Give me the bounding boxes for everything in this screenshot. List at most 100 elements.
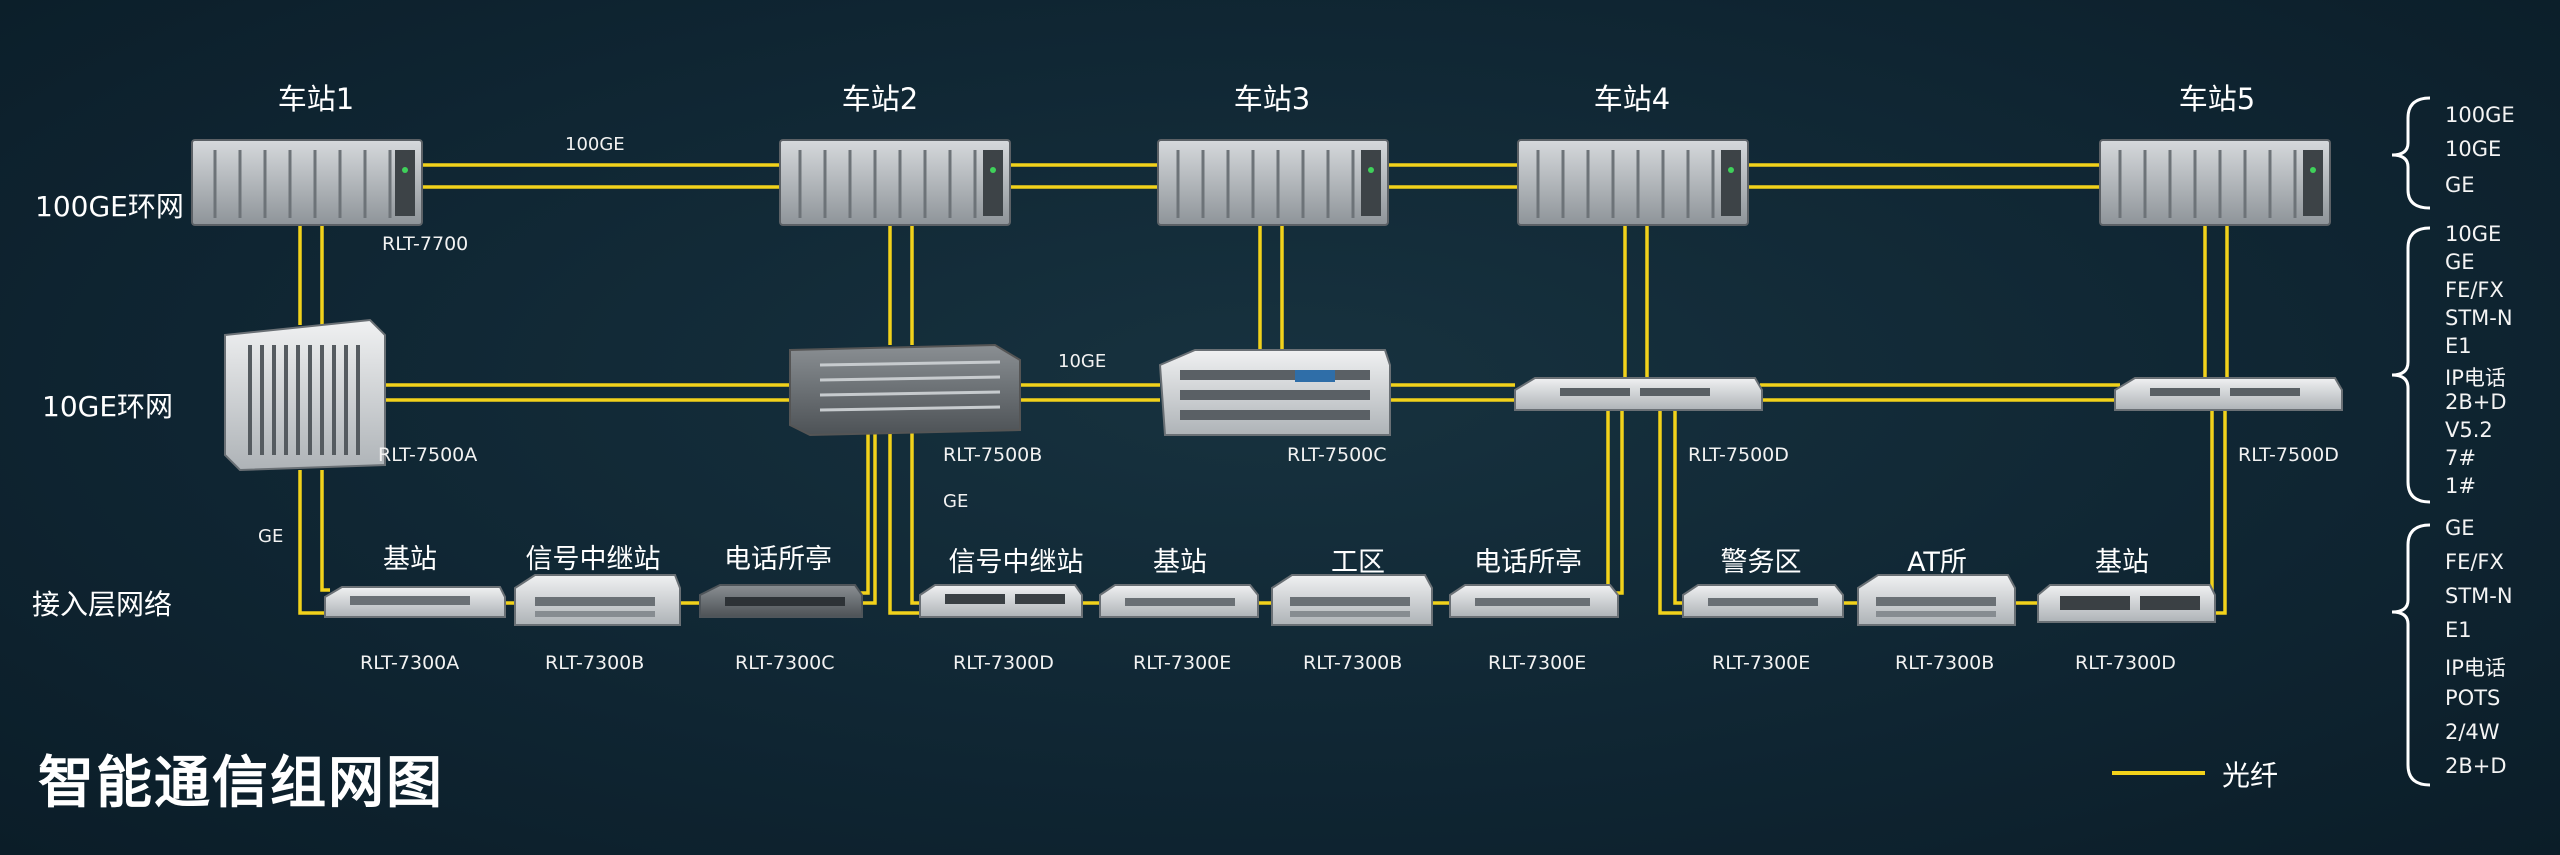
iface-agg-3: FE/FX	[2445, 278, 2504, 302]
core-router-4[interactable]	[1517, 139, 1749, 226]
iface-access-4: E1	[2445, 618, 2472, 642]
layer-label-core: 100GE环网	[35, 190, 184, 223]
access-site-label-10: 基站	[2095, 547, 2149, 578]
link-speed-aggregation: 10GE	[1058, 351, 1107, 372]
access-device-7300b-3[interactable]	[1857, 574, 2016, 626]
access-d-upb	[2210, 410, 2215, 605]
iface-agg-8: V5.2	[2445, 418, 2493, 442]
interface-braces	[2391, 96, 2431, 787]
aggregation-device-group	[224, 318, 2343, 472]
access-device-7300a[interactable]	[324, 586, 506, 618]
iface-access-2: FE/FX	[2445, 550, 2504, 574]
agg-model-label-c: RLT-7500C	[1287, 444, 1387, 466]
agg-model-label-b: RLT-7500B	[943, 444, 1043, 466]
access-model-label-9: RLT-7300B	[1895, 652, 1995, 674]
station-label-5: 车站5	[2178, 82, 2256, 116]
access-d-up	[2215, 410, 2227, 615]
core-router-5[interactable]	[2099, 139, 2331, 226]
access-device-7300e-2[interactable]	[1449, 584, 1619, 618]
agg-model-label-d2: RLT-7500D	[2238, 444, 2339, 466]
access-loop-d1	[1658, 410, 1685, 615]
iface-access-1: GE	[2445, 516, 2475, 540]
link-speed-access-left: GE	[258, 526, 284, 547]
access-device-group	[324, 574, 2216, 626]
station-label-2: 车站2	[841, 82, 919, 116]
access-model-label-4: RLT-7300D	[953, 652, 1054, 674]
iface-access-7: 2/4W	[2445, 720, 2500, 744]
iface-agg-6: IP电话	[2445, 366, 2506, 390]
agg-device-7500c[interactable]	[1158, 349, 1391, 436]
agg-model-label-d1: RLT-7500D	[1688, 444, 1789, 466]
iface-access-6: POTS	[2445, 686, 2501, 710]
access-loop-a1b	[320, 470, 330, 592]
access-loop-a1	[298, 470, 330, 615]
iface-agg-7: 2B+D	[2445, 390, 2507, 414]
core-router-2[interactable]	[779, 139, 1011, 226]
brace-aggregation	[2391, 226, 2431, 504]
access-loop-d1b	[1673, 410, 1685, 605]
layer-label-access: 接入层网络	[32, 588, 173, 621]
iface-access-3: STM-N	[2445, 584, 2513, 608]
access-model-label-6: RLT-7300B	[1303, 652, 1403, 674]
access-site-label-8: 警务区	[1720, 547, 1802, 578]
access-model-label-1: RLT-7300A	[360, 652, 460, 674]
station-label-1: 车站1	[277, 82, 355, 116]
access-b-up	[1606, 410, 1615, 605]
access-loop-b1	[888, 430, 925, 615]
access-site-label-4: 信号中继站	[948, 547, 1084, 578]
access-model-label-8: RLT-7300E	[1712, 652, 1811, 674]
access-model-label-5: RLT-7300E	[1133, 652, 1232, 674]
agg-device-7500d-1[interactable]	[1514, 377, 1763, 411]
station-label-4: 车站4	[1593, 82, 1671, 116]
access-site-label-5: 基站	[1153, 547, 1207, 578]
station-label-3: 车站3	[1233, 82, 1311, 116]
iface-core-1: 100GE	[2445, 103, 2515, 127]
diagram-title: 智能通信组网图	[38, 751, 444, 816]
access-device-7300d-1[interactable]	[919, 584, 1083, 618]
link-speed-core: 100GE	[565, 134, 625, 155]
core-router-1[interactable]	[191, 139, 423, 226]
core-model-label: RLT-7700	[382, 233, 469, 255]
agg-device-7500d-2[interactable]	[2114, 377, 2343, 411]
iface-access-8: 2B+D	[2445, 754, 2507, 778]
access-device-7300e-3[interactable]	[1682, 584, 1844, 618]
access-a-upb	[860, 430, 870, 595]
access-model-label-7: RLT-7300E	[1488, 652, 1587, 674]
access-model-label-2: RLT-7300B	[545, 652, 645, 674]
access-loop-b1b	[910, 430, 925, 605]
core-router-3[interactable]	[1157, 139, 1389, 226]
agg-model-label-a: RLT-7500A	[378, 444, 478, 466]
access-site-label-3: 电话所亭	[724, 544, 832, 575]
access-device-7300b-1[interactable]	[514, 574, 681, 626]
iface-core-3: GE	[2445, 173, 2475, 197]
iface-core-2: 10GE	[2445, 137, 2502, 161]
access-device-7300c[interactable]	[699, 584, 863, 618]
access-b-upb	[1615, 410, 1624, 595]
iface-agg-1: 10GE	[2445, 222, 2502, 246]
access-site-label-1: 基站	[383, 544, 437, 575]
agg-device-7500a[interactable]	[224, 318, 386, 472]
access-site-label-7: 电话所亭	[1474, 547, 1582, 578]
access-device-7300e-1[interactable]	[1099, 584, 1259, 618]
access-site-label-2: 信号中继站	[525, 544, 661, 575]
access-model-label-3: RLT-7300C	[735, 652, 835, 674]
iface-agg-2: GE	[2445, 250, 2475, 274]
agg-device-7500b[interactable]	[789, 343, 1021, 437]
iface-agg-9: 7#	[2445, 446, 2476, 470]
brace-core	[2391, 96, 2431, 210]
brace-access	[2391, 523, 2431, 787]
iface-agg-5: E1	[2445, 334, 2472, 358]
layer-label-aggregation: 10GE环网	[42, 390, 174, 423]
iface-agg-10: 1#	[2445, 474, 2476, 498]
link-speed-access-mid: GE	[943, 491, 969, 512]
iface-agg-4: STM-N	[2445, 306, 2513, 330]
access-site-label-6: 工区	[1331, 547, 1385, 578]
access-model-label-10: RLT-7300D	[2075, 652, 2176, 674]
access-device-7300d-2[interactable]	[2037, 584, 2216, 623]
access-site-label-9: AT所	[1907, 547, 1967, 578]
access-device-7300b-2[interactable]	[1271, 574, 1433, 626]
legend-label: 光纤	[2222, 759, 2279, 792]
iface-access-5: IP电话	[2445, 656, 2506, 680]
